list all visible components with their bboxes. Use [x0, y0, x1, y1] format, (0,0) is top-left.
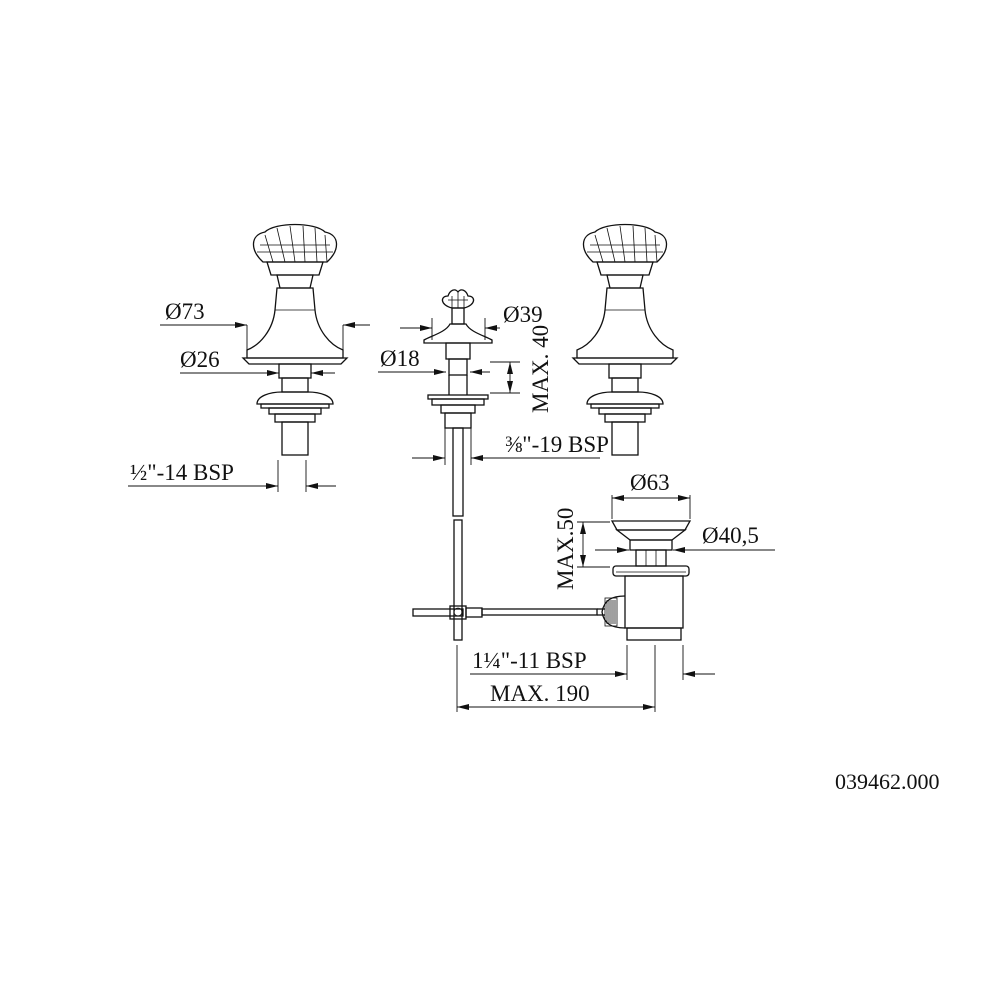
dim-label-d63: Ø63	[630, 470, 670, 495]
dim-label-d26: Ø26	[180, 347, 220, 372]
pop-up-waste	[597, 520, 692, 641]
dimension-lines	[128, 318, 775, 712]
dim-label-max40: MAX. 40	[528, 325, 553, 413]
dim-label-1-1-4-bsp: 1¼"-11 BSP	[472, 648, 587, 673]
dim-label-d40-5: Ø40,5	[702, 523, 759, 548]
dim-label-d18: Ø18	[380, 346, 420, 371]
dim-label-max190: MAX. 190	[490, 681, 590, 706]
dim-label-d39: Ø39	[503, 302, 543, 327]
center-lever	[412, 289, 598, 641]
right-valve	[572, 223, 678, 456]
dim-label-d73: Ø73	[165, 299, 205, 324]
dim-label-3-8-bsp: ⅜"-19 BSP	[505, 432, 609, 457]
left-valve	[242, 223, 348, 456]
dim-label-half-bsp: ½"-14 BSP	[130, 460, 234, 485]
dim-label-max50: MAX.50	[553, 508, 578, 590]
article-number: 039462.000	[835, 769, 940, 794]
